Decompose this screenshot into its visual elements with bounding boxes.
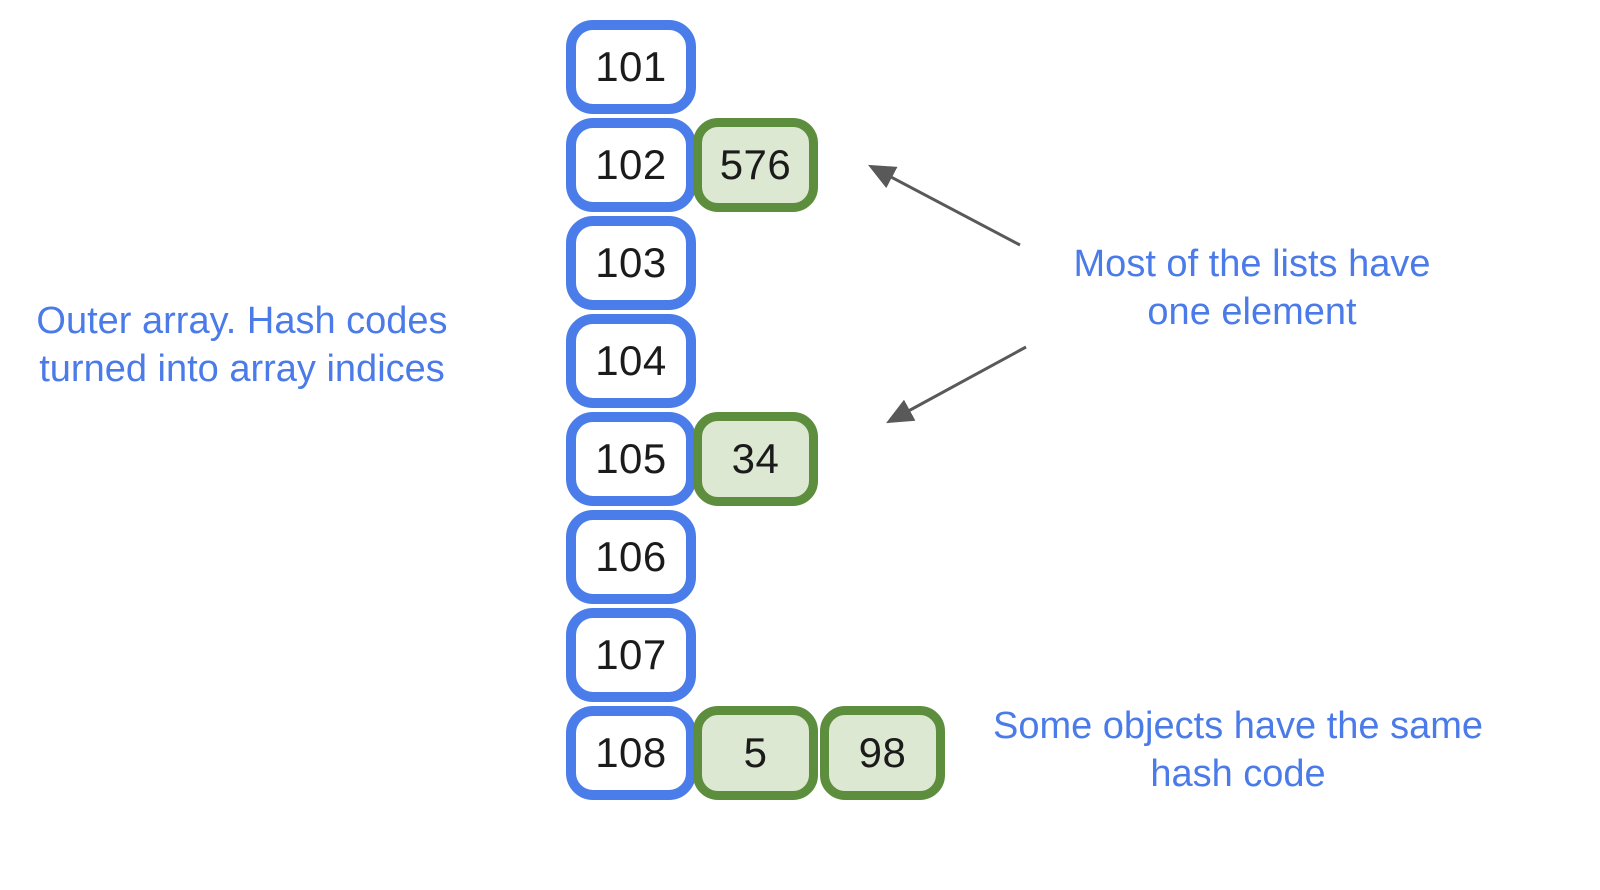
outer-array-label-line1: Outer array. Hash codes [36,300,448,342]
array-index-cell: 101 [566,20,696,114]
array-index-cell: 103 [566,216,696,310]
same-hash-label: Some objects have the same hash code [968,702,1508,798]
array-row: 105 34 [566,412,945,506]
same-hash-label-line1: Some objects have the same [992,705,1484,747]
array-index-value: 102 [595,141,667,188]
list-element-cell: 5 [693,706,818,800]
array-index-value: 105 [595,435,667,482]
array-index-value: 101 [595,43,667,90]
array-index-value: 108 [595,729,667,776]
array-index-value: 107 [595,631,667,678]
array-row: 102 576 [566,118,945,212]
array-index-cell: 106 [566,510,696,604]
same-hash-label-line2: hash code [1150,753,1326,795]
list-element-cell: 576 [693,118,818,212]
array-index-value: 103 [595,239,667,286]
array-index-value: 104 [595,337,667,384]
array-row: 103 [566,216,945,310]
list-element-value: 576 [719,141,792,188]
list-element-cell: 34 [693,412,818,506]
outer-array-label-line2: turned into array indices [39,348,445,390]
most-lists-label: Most of the lists have one element [1032,240,1472,336]
list-element-cell: 98 [820,706,945,800]
most-lists-label-line1: Most of the lists have [1073,243,1431,285]
array-index-cell: 108 [566,706,696,800]
outer-array-label: Outer array. Hash codes turned into arra… [12,297,472,393]
array-row: 104 [566,314,945,408]
list-element-value: 5 [743,729,768,776]
array-index-value: 106 [595,533,667,580]
array-row: 107 [566,608,945,702]
array-row: 106 [566,510,945,604]
list-element-value: 34 [731,435,780,482]
array-index-cell: 107 [566,608,696,702]
array-row: 101 [566,20,945,114]
list-element-value: 98 [858,729,907,776]
outer-array-column: 101 102 576 103 104 105 34 106 107 108 5… [566,20,945,800]
array-index-cell: 104 [566,314,696,408]
array-index-cell: 102 [566,118,696,212]
array-index-cell: 105 [566,412,696,506]
array-row: 108 5 98 [566,706,945,800]
most-lists-label-line2: one element [1147,291,1357,333]
